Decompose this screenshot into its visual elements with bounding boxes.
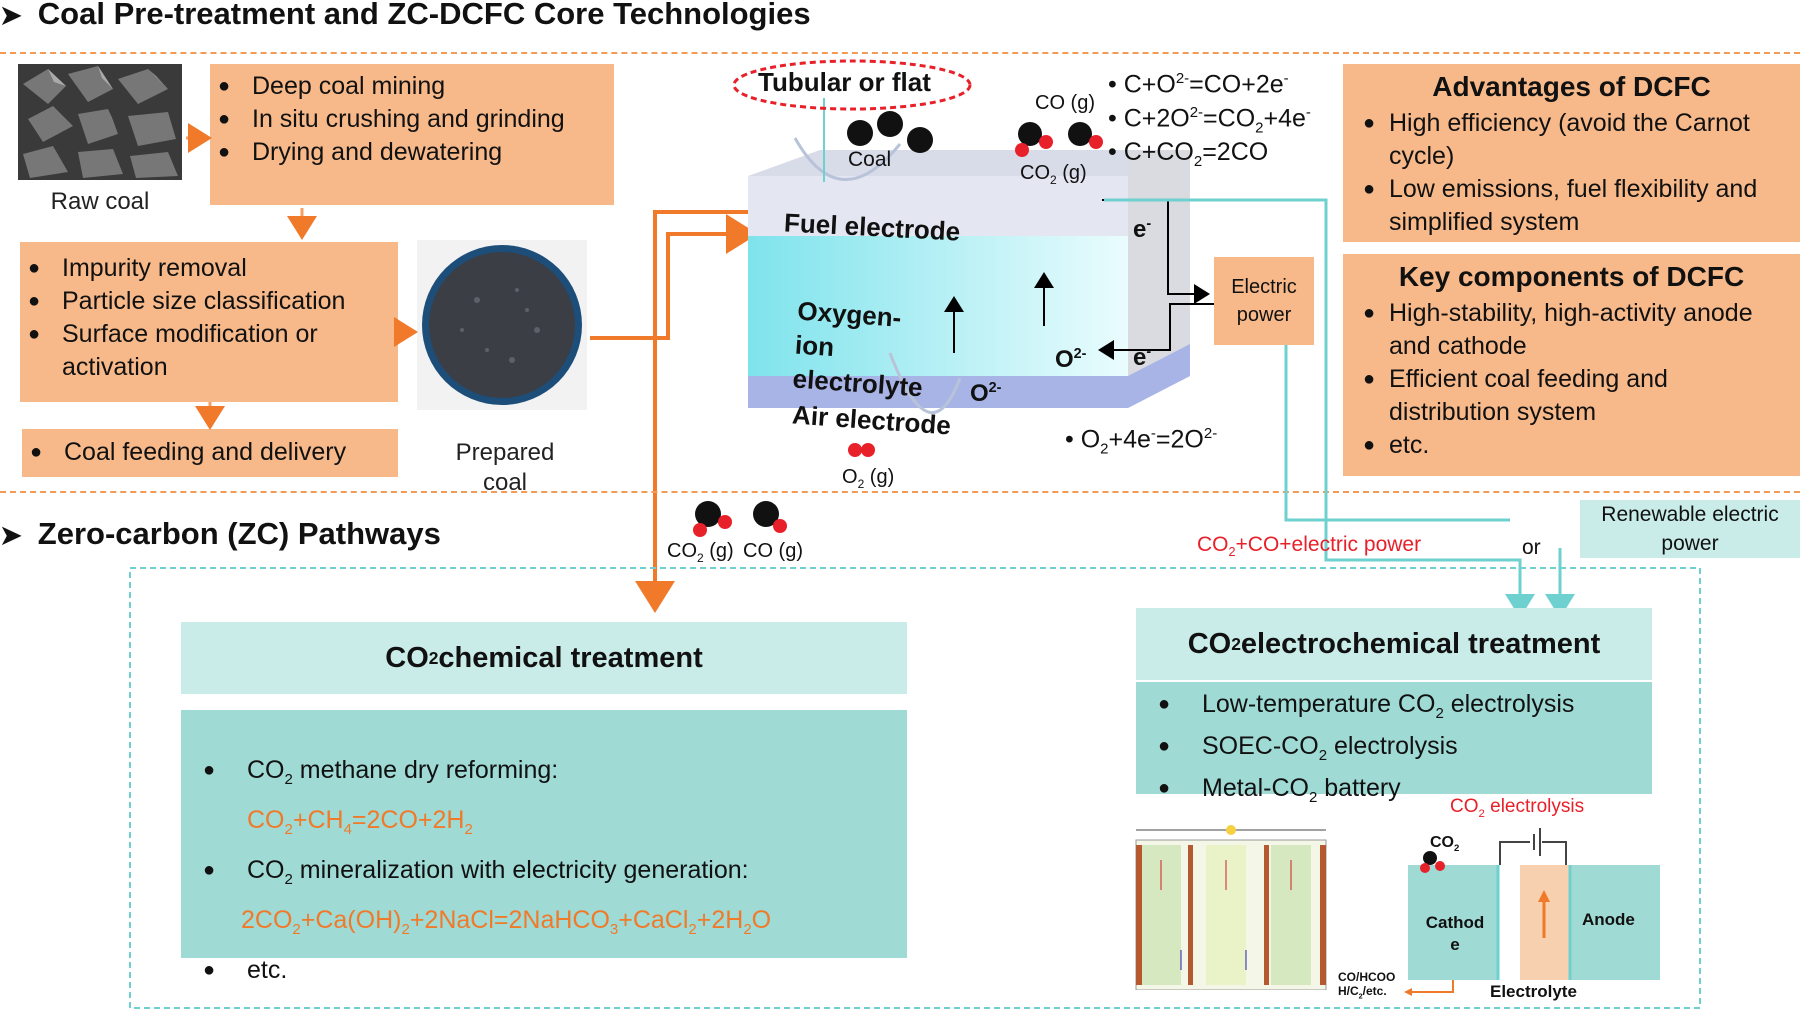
pretreat-arrows (186, 123, 758, 613)
o2-ion-label-2: O2- (1055, 346, 1087, 373)
bottom-section-title: ➤ Zero-carbon (ZC) Pathways (0, 516, 441, 552)
renewable-power-box: Renewable electric power (1580, 500, 1800, 558)
reaction-1: • C+O2-=CO+2e- (1108, 70, 1289, 99)
co-gas-label: CO (g) (1035, 92, 1095, 114)
exhaust-co-label: CO (g) (743, 540, 803, 562)
co2-small-label: CO2 (1430, 834, 1460, 855)
component-item: etc. (1363, 429, 1790, 462)
box2-item: Impurity removal (28, 252, 388, 285)
chem-item-2: CO2 mineralization with electricity gene… (181, 850, 907, 900)
bottom-title-text: Zero-carbon (ZC) Pathways (37, 516, 441, 551)
mining-box: Deep coal mining In situ crushing and gr… (210, 64, 614, 205)
advantage-item: High efficiency (avoid the Carnot cycle) (1363, 107, 1790, 173)
co2-co-power-label: CO2+CO+electric power (1197, 533, 1422, 560)
electric-power-box: Electric power (1214, 257, 1314, 345)
middle-divider (0, 491, 1800, 493)
advantages-title: Advantages of DCFC (1432, 71, 1711, 102)
component-item: Efficient coal feeding and distribution … (1363, 363, 1790, 429)
box1-item: Drying and dewatering (218, 136, 604, 169)
feeding-box: Coal feeding and delivery (22, 429, 398, 477)
advantages-box: Advantages of DCFC High efficiency (avoi… (1343, 64, 1800, 242)
electro-item-2: SOEC-CO2 electrolysis (1136, 730, 1652, 772)
treatment-box: Impurity removal Particle size classific… (20, 242, 398, 402)
co2-gas-label: CO2 (g) (1020, 162, 1087, 187)
o2-gas-label: O2 (g) (842, 466, 895, 491)
mineralization-cell-illustration (1135, 825, 1327, 990)
arrow-icon: ➤ (0, 0, 22, 30)
reaction-4: • O2+4e-=2O2- (1065, 425, 1218, 458)
box3-item: Coal feeding and delivery (30, 436, 388, 469)
tubular-label: Tubular or flat (758, 67, 931, 97)
chem-item-3: etc. (181, 950, 907, 990)
electrolyzer-illustration (1404, 828, 1660, 996)
raw-coal-label: Raw coal (50, 188, 150, 215)
co2-electrolysis-label: CO2 electrolysis (1450, 796, 1585, 820)
exhaust-co2-label: CO2 (g) (667, 540, 734, 565)
box2-item: Particle size classification (28, 285, 388, 318)
electro-item-1: Low-temperature CO2 electrolysis (1136, 688, 1652, 730)
component-item: High-stability, high-activity anode and … (1363, 297, 1790, 363)
box1-item: In situ crushing and grinding (218, 103, 604, 136)
o2-ion-label-1: O2- (970, 380, 1002, 407)
reaction-3: • C+CO2=2CO (1108, 138, 1269, 170)
exhaust-molecules (693, 501, 787, 537)
anode-label: Anode (1582, 910, 1635, 929)
chem-eq-2: 2CO2+Ca(OH)2+2NaCl=2NaHCO3+CaCl2+2H2O (241, 906, 772, 938)
electro-treatment-body: Low-temperature CO2 electrolysis SOEC-CO… (1136, 682, 1652, 806)
top-section-title: ➤ Coal Pre-treatment and ZC-DCFC Core Tec… (0, 0, 811, 32)
or-label: or (1522, 536, 1541, 559)
electron-label-1: e- (1133, 216, 1152, 243)
chemical-treatment-body: CO2 methane dry reforming: CO2+CH4=2CO+2… (181, 710, 907, 990)
top-divider (0, 52, 1800, 54)
electro-item-3: Metal-CO2 battery (1136, 772, 1652, 814)
reaction-2: • C+2O2-=CO2+4e- (1108, 104, 1311, 137)
chem-eq-1: CO2+CH4=2CO+2H2 (247, 806, 473, 838)
box2-item: Surface modification or activation (28, 318, 388, 384)
components-title: Key components of DCFC (1398, 261, 1745, 292)
dcfc-cell-diagram (732, 59, 1258, 457)
prepared-coal-image (417, 240, 587, 410)
electron-label-2: e- (1133, 344, 1152, 371)
arrow-icon: ➤ (0, 520, 22, 550)
top-title-text: Coal Pre-treatment and ZC-DCFC Core Tech… (37, 0, 811, 31)
raw-coal-image (18, 64, 182, 180)
electrolyte-small-label: Electrolyte (1490, 982, 1577, 1001)
box1-item: Deep coal mining (218, 70, 604, 103)
components-box: Key components of DCFC High-stability, h… (1343, 254, 1800, 476)
advantage-item: Low emissions, fuel flexibility and simp… (1363, 173, 1790, 239)
chem-item-1: CO2 methane dry reforming: (181, 750, 907, 800)
coal-label: Coal (848, 148, 892, 171)
